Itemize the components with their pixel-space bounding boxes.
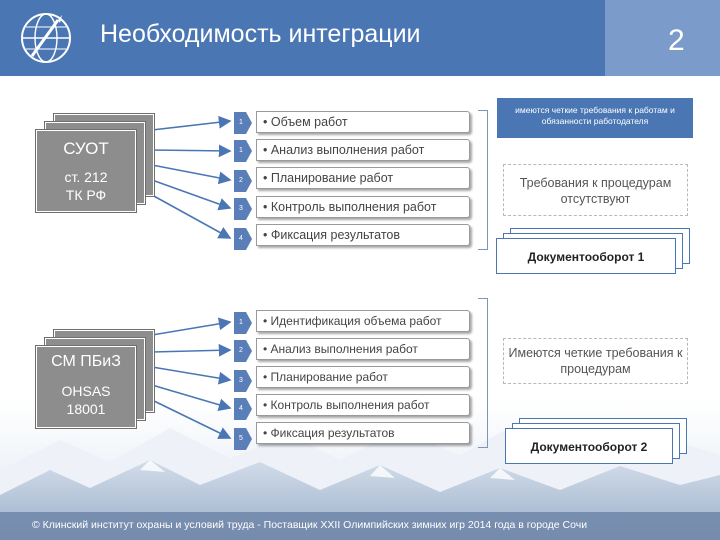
header-bar <box>0 0 720 76</box>
docflow-2-stack: Документооборот 2 <box>505 418 695 468</box>
step-marker <box>234 228 252 250</box>
page-title: Необходимость интеграции <box>100 20 421 48</box>
step-marker <box>234 198 252 220</box>
step-number: 3 <box>239 377 243 384</box>
step-number: 1 <box>239 319 243 326</box>
procedure-requirements-box: Имеются четкие требования к процедурам <box>503 338 688 384</box>
step-marker <box>234 398 252 420</box>
list-item-scope: • Объем работ <box>256 111 470 133</box>
group2-bracket <box>478 298 488 448</box>
suot-card-law: ст. 212 <box>64 169 108 185</box>
step-marker <box>234 428 252 450</box>
group1-bracket <box>478 110 488 250</box>
mountain-background <box>0 400 720 540</box>
smpbiz-card: СМ ПБиЗ OHSAS 18001 <box>36 346 136 428</box>
doc-sheet-front <box>505 428 673 464</box>
list-item-analysis: • Анализ выполнения работ <box>256 338 470 360</box>
doc-sheet-front <box>496 238 676 274</box>
step-marker <box>234 312 252 334</box>
step-number: 3 <box>239 205 243 212</box>
globe-emblem-icon <box>21 13 71 63</box>
list-item-control: • Контроль выполнения работ <box>256 394 470 416</box>
step-number: 2 <box>239 177 243 184</box>
step-number: 2 <box>239 347 243 354</box>
step-number: 4 <box>239 235 243 242</box>
suot-card-title: СУОТ <box>63 139 109 158</box>
step-number: 5 <box>239 435 243 442</box>
list-item-analysis: • Анализ выполнения работ <box>256 139 470 161</box>
header-number-panel <box>605 0 720 76</box>
step-marker <box>234 140 252 162</box>
step-number: 1 <box>239 119 243 126</box>
step-marker <box>234 370 252 392</box>
step-marker <box>234 340 252 362</box>
list-item-planning: • Планирование работ <box>256 167 470 189</box>
docflow-1-label: Документооборот 1 <box>527 250 645 264</box>
smpbiz-card-standard: OHSAS <box>61 383 111 399</box>
smpbiz-card-number: 18001 <box>66 401 106 417</box>
list-item-planning: • Планирование работ <box>256 366 470 388</box>
list-item-identification: • Идентификация объема работ <box>256 310 470 332</box>
employer-requirements-note: имеются четкие требования к работам и об… <box>497 98 693 138</box>
suot-card: СУОТ ст. 212 ТК РФ <box>36 130 136 212</box>
list-item-recording: • Фиксация результатов <box>256 422 470 444</box>
procedure-requirements-box: Требования к процедурам отсутствуют <box>503 164 688 216</box>
footer-text: © Клинский институт охраны и условий тру… <box>32 519 588 531</box>
docflow-2-label: Документооборот 2 <box>530 440 648 454</box>
docflow-1-stack: Документооборот 1 <box>496 228 696 278</box>
list-item-control: • Контроль выполнения работ <box>256 196 470 218</box>
step-marker <box>234 112 252 134</box>
step-number: 1 <box>239 147 243 154</box>
step-marker <box>234 170 252 192</box>
list-item-recording: • Фиксация результатов <box>256 224 470 246</box>
step-number: 4 <box>239 405 243 412</box>
suot-card-code: ТК РФ <box>65 187 107 203</box>
smpbiz-card-title: СМ ПБиЗ <box>51 353 121 370</box>
slide-number: 2 <box>668 24 685 57</box>
